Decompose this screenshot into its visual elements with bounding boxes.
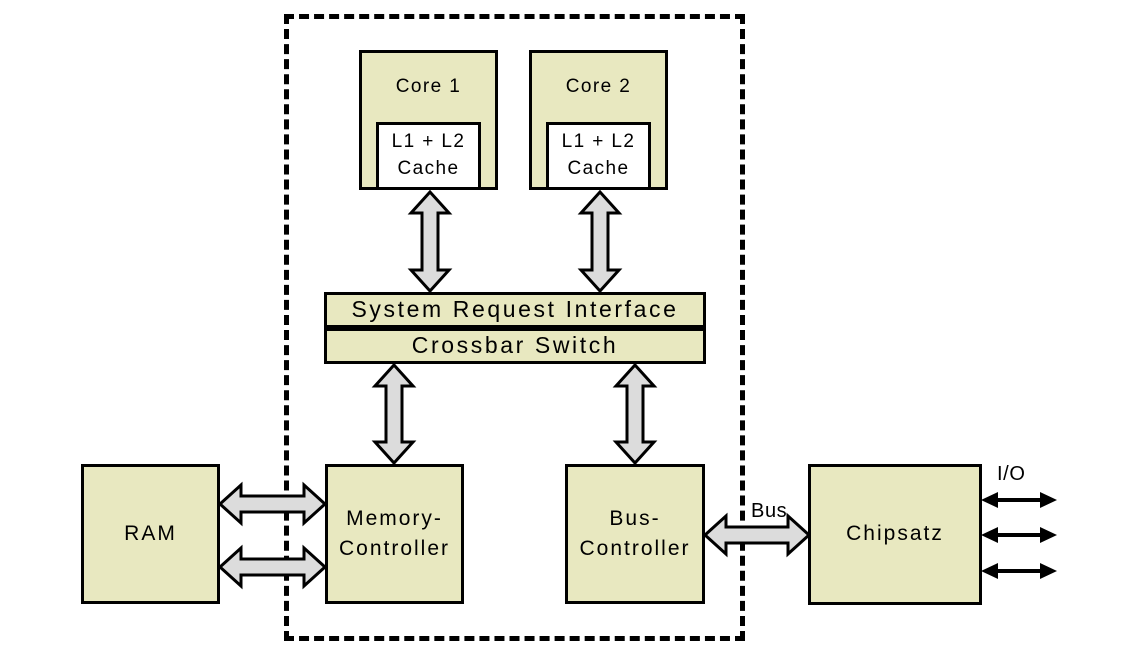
ram-block[interactable]: RAM [81, 464, 220, 604]
core-1-cache-line1: L1 + L2 [391, 131, 466, 153]
core-2-title: Core 2 [565, 76, 632, 97]
crossbar-switch-label: Crossbar Switch [411, 332, 619, 359]
cpu-die-boundary [284, 14, 745, 641]
chipset-io-arrow-3 [981, 560, 1057, 582]
memory-controller-line1: Memory- [346, 506, 443, 530]
chipset-label: Chipsatz [846, 522, 944, 546]
ram-to-memory-controller-upper-arrow [217, 481, 328, 527]
memory-controller-block[interactable]: Memory- Controller [325, 464, 464, 604]
ram-label: RAM [124, 521, 177, 545]
bus-controller-to-chipset-arrow [702, 512, 812, 558]
core-2-cache-line1: L1 + L2 [561, 131, 636, 153]
core1-to-sri-arrow [407, 189, 453, 294]
core-2-cache-line2: Cache [567, 158, 630, 179]
crossbar-to-bus-controller-arrow [612, 362, 658, 466]
core-1-cache-block[interactable]: L1 + L2 Cache [376, 122, 481, 190]
chipset-io-arrow-1 [981, 489, 1057, 511]
core-1-cache-line2: Cache [397, 158, 460, 179]
ram-to-memory-controller-lower-arrow [217, 544, 328, 590]
core-1-title: Core 1 [395, 76, 462, 97]
chipset-block[interactable]: Chipsatz [808, 464, 982, 605]
system-request-interface-label: System Request Interface [351, 296, 679, 323]
bus-controller-line1: Bus- [609, 506, 661, 530]
bus-controller-line2: Controller [579, 537, 691, 560]
core-2-cache-block[interactable]: L1 + L2 Cache [546, 122, 651, 190]
memory-controller-line2: Controller [338, 537, 451, 560]
system-request-interface-block[interactable]: System Request Interface [324, 292, 706, 328]
crossbar-switch-block[interactable]: Crossbar Switch [324, 328, 706, 364]
core2-to-sri-arrow [577, 189, 623, 294]
io-label: I/O [997, 463, 1026, 485]
bus-controller-block[interactable]: Bus- Controller [565, 464, 705, 604]
crossbar-to-memory-controller-arrow [371, 362, 417, 466]
bus-label: Bus [751, 500, 788, 522]
chipset-io-arrow-2 [981, 524, 1057, 546]
